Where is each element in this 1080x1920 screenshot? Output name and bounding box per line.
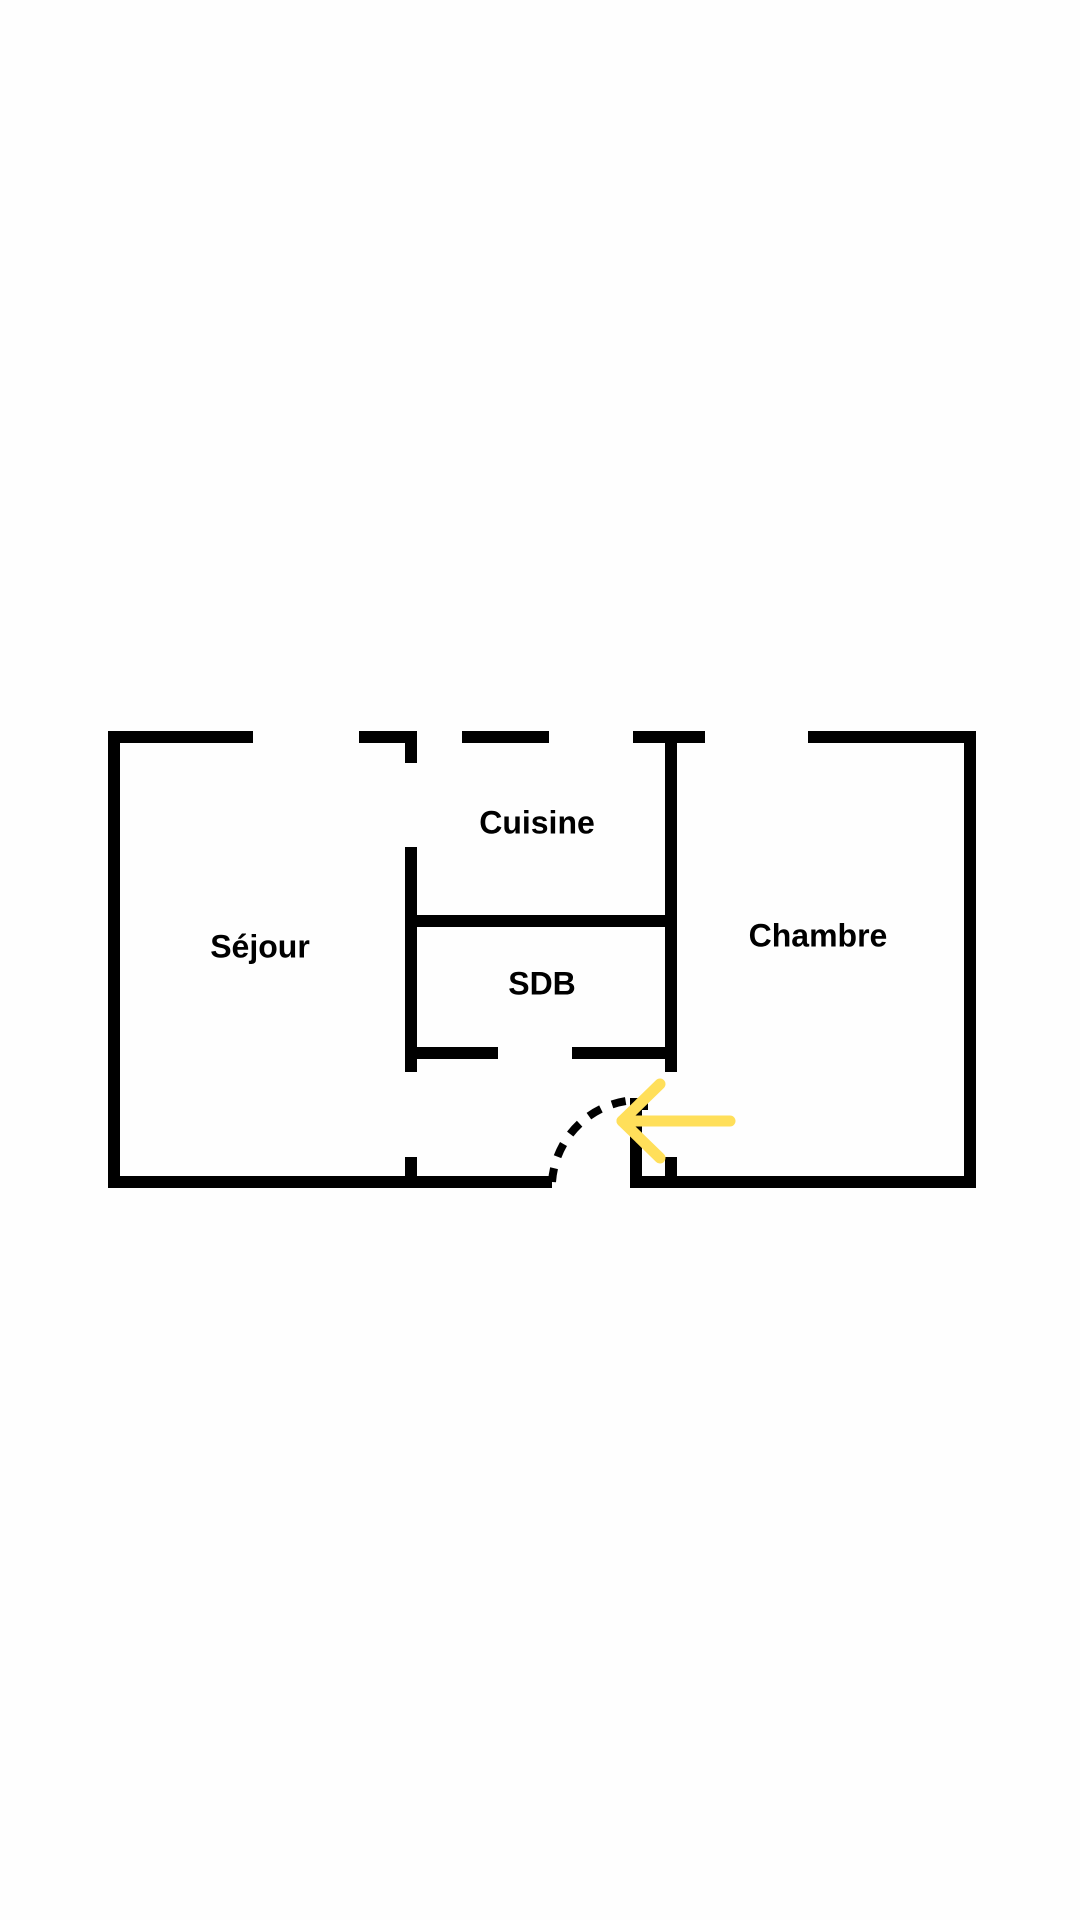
- room-label-cuisine: Cuisine: [479, 804, 595, 840]
- room-label-sejour: Séjour: [210, 928, 310, 964]
- room-label-sdb: SDB: [508, 965, 576, 1001]
- room-label-chambre: Chambre: [749, 917, 888, 953]
- door-swing-arc: [548, 1096, 637, 1183]
- wall-top-left: [108, 731, 552, 1188]
- wall-top-right: [630, 731, 976, 1188]
- arrow-left-icon: [616, 1078, 736, 1164]
- wall-top-cuisine-left: [359, 731, 417, 763]
